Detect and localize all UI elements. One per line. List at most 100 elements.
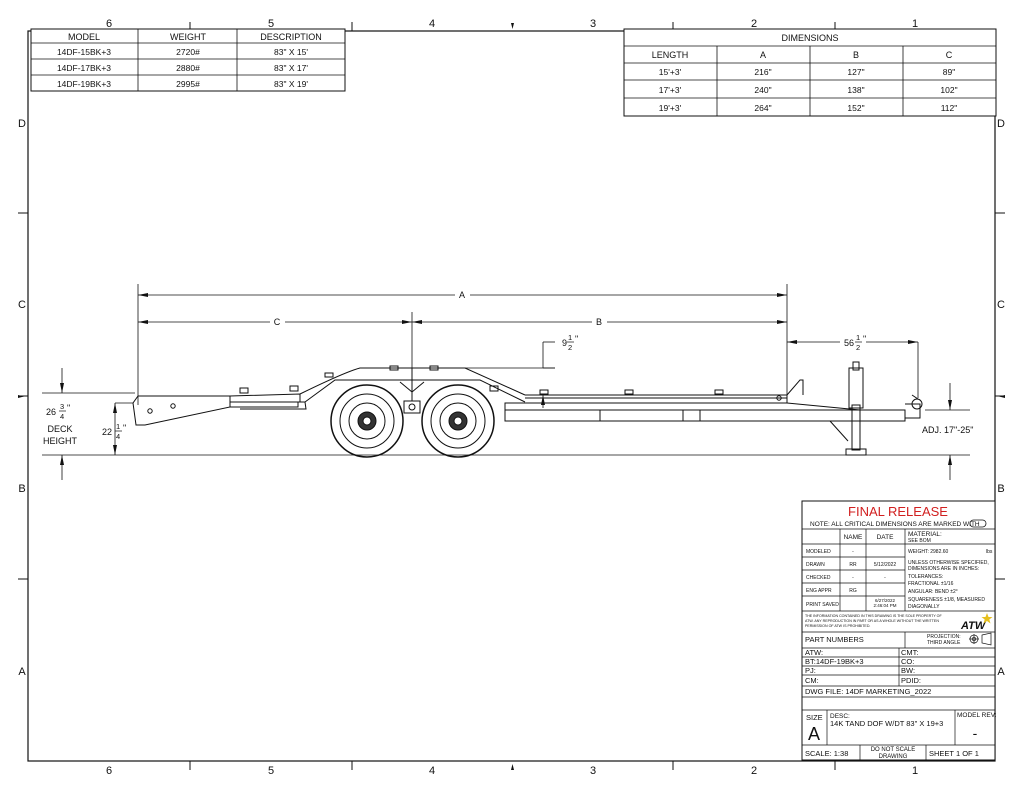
pn-right: CMT:: [901, 648, 919, 657]
adj-height-label: ADJ. 17"-25": [922, 425, 973, 435]
tb-row-name: -: [852, 549, 854, 555]
dimensions-table-cell: 127": [847, 67, 864, 77]
do-not-scale: DO NOT SCALE: [871, 747, 916, 753]
zone-col-bottom: 6: [106, 765, 112, 777]
model-table-header: DESCRIPTION: [260, 32, 322, 42]
svg-text:1: 1: [856, 333, 860, 342]
tb-row-name: -: [852, 575, 854, 581]
model-table-cell: 2720#: [176, 47, 200, 57]
tb-row-date: -: [884, 575, 886, 581]
spec-line: FRACTIONAL ±1/16: [908, 581, 954, 587]
dimensions-table-cell: 15'+3': [659, 67, 682, 77]
material-value: SEE BOM: [908, 538, 931, 544]
svg-text:9: 9: [562, 338, 567, 348]
dovetail-pin: [170, 403, 176, 409]
date-header: DATE: [877, 534, 895, 541]
model-rev-label: MODEL REV:: [957, 712, 997, 719]
zone-col-top: 4: [429, 18, 435, 30]
zone-row-left: D: [18, 118, 26, 130]
zone-row-left: C: [18, 299, 26, 311]
dim-22-quarter: 22 1 4 ": [102, 422, 126, 441]
dimensions-table-header: C: [946, 50, 953, 60]
svg-text:2: 2: [568, 343, 572, 352]
spec-line: DIAGONALLY: [908, 604, 940, 610]
zone-row-left: A: [18, 666, 26, 678]
title-block: FINAL RELEASE NOTE: ALL CRITICAL DIMENSI…: [801, 500, 997, 761]
dimensions-table-cell: 138": [847, 85, 864, 95]
spec-line: DIMENSIONS ARE IN INCHES:: [908, 566, 979, 572]
trailer-tongue: [786, 379, 861, 411]
deck-height-label: DECK: [47, 424, 72, 434]
pn-left: PJ:: [805, 666, 816, 675]
zone-col-top: 5: [268, 18, 274, 30]
deck-height-label: HEIGHT: [43, 436, 78, 446]
model-table-cell: 83" X 17': [274, 63, 308, 73]
zone-col-top: 2: [751, 18, 757, 30]
part-numbers-label: PART NUMBERS: [805, 635, 864, 644]
model-table-cell: 2880#: [176, 63, 200, 73]
trailer-deck-front: [229, 393, 301, 402]
critical-dim-symbol: [969, 519, 987, 528]
dimensions-table-header: A: [760, 50, 766, 60]
sheet-label: SHEET 1 OF 1: [929, 749, 979, 758]
dimensions-table-cell: 102": [940, 85, 957, 95]
model-table-cell: 14DF-17BK+3: [57, 63, 111, 73]
svg-text:26: 26: [46, 407, 56, 417]
dimensions-table-title: DIMENSIONS: [781, 33, 838, 43]
spec-line: SQUARENESS ±1/8, MEASURED: [908, 597, 985, 603]
tb-row-label: MODELED: [806, 549, 831, 555]
tb-row-name: RG: [849, 588, 857, 594]
print-date: 6/27/2022: [875, 598, 896, 603]
zone-row-right: D: [997, 118, 1005, 130]
trailer-side-view: [132, 361, 923, 458]
dimensions-table-cell: 89": [943, 67, 955, 77]
svg-text:4: 4: [60, 412, 64, 421]
logo-star-icon: [981, 613, 993, 624]
model-table-header: WEIGHT: [170, 32, 206, 42]
spec-line: TOLERANCES:: [908, 574, 943, 580]
svg-text:1: 1: [568, 333, 572, 342]
svg-text:1: 1: [116, 422, 120, 431]
dimensions-table-header: B: [853, 50, 859, 60]
svg-text:": ": [575, 334, 578, 344]
zone-col-bottom: 2: [751, 765, 757, 777]
final-release-label: FINAL RELEASE: [848, 504, 948, 519]
zone-labels: 6 5 4 3 2 1 6 5 4 3 2 1 D C B A D C B A: [18, 18, 1005, 777]
deck-cleats: [239, 365, 724, 395]
dimensions-table-cell: 216": [754, 67, 771, 77]
zone-row-right: C: [997, 299, 1005, 311]
svg-text:4: 4: [116, 432, 120, 441]
print-time: 2:46:04 PM: [873, 603, 896, 608]
pn-left: CM:: [805, 676, 819, 685]
coupler: [905, 394, 923, 419]
model-table-cell: 14DF-19BK+3: [57, 79, 111, 89]
material-header: MATERIAL:: [908, 531, 942, 538]
tb-row-label: CHECKED: [806, 575, 831, 581]
wheel-rear: [421, 384, 495, 458]
svg-text:": ": [67, 403, 70, 413]
model-table: MODEL WEIGHT DESCRIPTION 14DF-15BK+3 272…: [30, 28, 346, 92]
tb-row-label: ENG APPR: [806, 588, 832, 594]
projection-label: THIRD ANGLE: [927, 640, 961, 646]
trailer-frame-rail: [504, 409, 906, 422]
svg-text:56: 56: [844, 338, 854, 348]
svg-text:": ": [863, 334, 866, 344]
dimension-lines: [42, 284, 970, 480]
weight-label: WEIGHT: 2982.60: [908, 549, 949, 555]
pn-right: BW:: [901, 666, 915, 675]
atw-logo: ATW: [960, 620, 987, 632]
svg-text:3: 3: [60, 402, 64, 411]
name-header: NAME: [844, 534, 863, 541]
third-angle-projection-icon: [969, 632, 992, 646]
zone-row-left: B: [18, 483, 25, 495]
pn-right: CO:: [901, 657, 914, 666]
trailer-deck-rear: [504, 394, 788, 411]
zone-col-top: 1: [912, 18, 918, 30]
tongue-jack: [829, 361, 867, 456]
zone-col-top: 6: [106, 18, 112, 30]
dim-9-half: 9 1 2 ": [562, 333, 578, 352]
svg-text:2: 2: [856, 343, 860, 352]
svg-text:22: 22: [102, 427, 112, 437]
dovetail-pin: [147, 408, 153, 414]
